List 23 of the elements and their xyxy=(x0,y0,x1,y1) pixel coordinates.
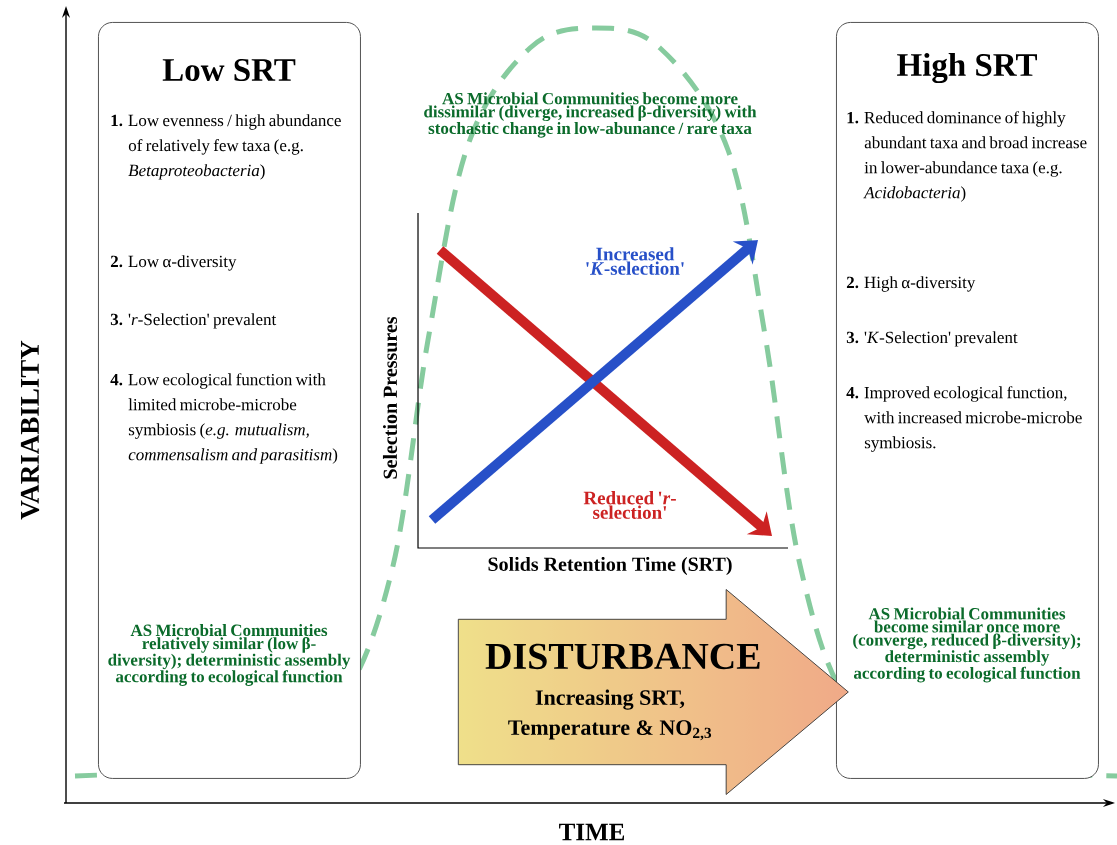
list-item: 1. Reduced dominance of highly abundant taxa and broad increase in lower-abundance taxa (e.g. Acidobacteria) xyxy=(847,111,1087,202)
list-item: 2. High α-diversity xyxy=(846,276,976,292)
note-text: AS Microbial Communities become more dissimilar (diverge, increased β-diversity) with stochastic change in low-abunance / rare taxa xyxy=(424,92,757,138)
panel-title: High SRT xyxy=(897,52,1037,84)
axis-title: VARIABILITY xyxy=(20,340,40,520)
list-item: 3. 'K-Selection' prevalent xyxy=(846,331,1018,347)
info-panel xyxy=(98,22,361,779)
axis-label: Selection Pressures xyxy=(382,316,398,479)
axis-title: TIME xyxy=(559,823,625,841)
list-item: 3. 'r-Selection' prevalent xyxy=(110,313,277,329)
list-item: 4. Low ecological function with limited microbe-microbe symbiosis (e.g. mutualism, commensalism and parasitism) xyxy=(110,373,338,464)
block-arrow xyxy=(457,589,849,795)
list-item: 4. Improved ecological function, with increased microbe-microbe symbiosis. xyxy=(846,386,1082,452)
note-text: AS Microbial Communities relatively similar (low β-diversity); deterministic assembly according to ecological function xyxy=(108,624,351,686)
arrow-text: Increasing SRT, Temperature & NO$_{2,3}$ xyxy=(508,689,712,741)
trend-label: Reduced 'r-selection' xyxy=(583,491,676,519)
arrow-title: DISTURBANCE xyxy=(485,643,760,670)
note-text: AS Microbial Communities become similar once more (converge, reduced β-diversity); deterministic assembly according to ecological function xyxy=(853,607,1081,683)
panel-title: Low SRT xyxy=(162,58,296,82)
info-panel xyxy=(836,22,1099,779)
list-item: 2. Low α-diversity xyxy=(110,255,237,271)
list-item: 1. Low evenness / high abundance of relatively few taxa (e.g. Betaproteobacteria) xyxy=(111,114,341,180)
trend-label: Increased 'K-selection' xyxy=(586,247,684,275)
